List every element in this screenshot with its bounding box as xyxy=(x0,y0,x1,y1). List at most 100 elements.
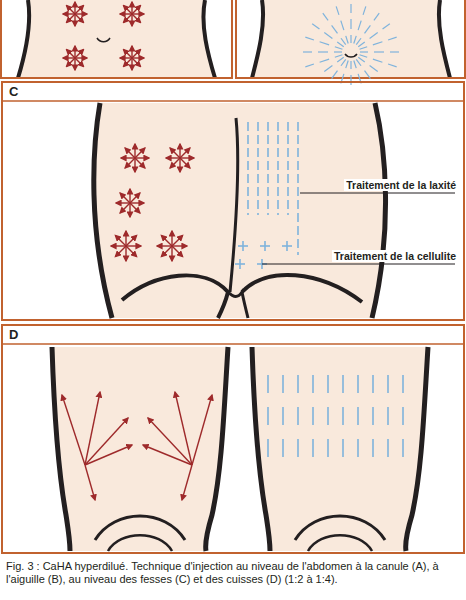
cannula-arrow xyxy=(74,58,75,70)
cannula-arrow xyxy=(67,14,75,22)
needle-mark xyxy=(358,21,361,31)
needle-mark xyxy=(287,148,289,157)
cannula-arrow xyxy=(143,445,192,465)
cannula-arrow xyxy=(74,46,75,58)
needle-mark xyxy=(350,75,351,85)
cannula-arrow xyxy=(135,158,145,168)
cannula-arrow xyxy=(125,246,126,261)
needle-mark xyxy=(277,187,279,196)
needle-mark xyxy=(297,239,299,248)
needle-mark xyxy=(341,38,346,44)
needle-mark xyxy=(341,59,346,65)
needle-mark xyxy=(297,213,299,222)
cannula-arrow xyxy=(125,231,126,246)
needle-mark xyxy=(267,407,269,425)
needle-mark xyxy=(277,122,279,131)
cannula-arrow xyxy=(135,148,145,158)
cannula-arrow xyxy=(85,465,95,500)
needle-mark xyxy=(336,6,339,15)
cannula-arrow xyxy=(129,189,130,203)
needle-mark xyxy=(365,71,371,79)
needle-mark xyxy=(332,71,338,79)
cannula-arrow xyxy=(75,50,83,58)
cannula-arrow xyxy=(116,202,130,203)
cannula-arrow xyxy=(170,158,180,168)
needle-mark xyxy=(357,375,359,393)
needle-mark xyxy=(286,241,288,251)
needle-mark xyxy=(267,375,269,393)
cannula-arrow xyxy=(134,158,135,172)
cannula-arrow xyxy=(75,57,87,58)
cannula-arrow xyxy=(166,157,180,158)
panel-frame xyxy=(2,325,464,553)
needle-mark xyxy=(297,148,299,157)
needle-mark xyxy=(242,241,244,251)
needle-mark xyxy=(303,51,312,52)
injection-marks xyxy=(63,2,399,85)
cannula-arrow xyxy=(131,46,132,58)
needle-mark xyxy=(327,375,329,393)
needle-mark xyxy=(312,375,314,393)
needle-mark xyxy=(350,19,351,29)
needle-mark xyxy=(267,122,269,131)
panel-letter: C xyxy=(9,84,18,99)
needle-mark xyxy=(267,213,269,215)
panel-letter: D xyxy=(9,327,18,342)
cannula-arrow xyxy=(132,58,140,66)
cannula-arrow xyxy=(192,395,212,465)
needle-mark xyxy=(312,439,314,457)
needle-mark xyxy=(342,407,344,425)
cannula-arrow xyxy=(131,2,132,14)
cannula-arrow xyxy=(132,50,140,58)
cannula-arrow xyxy=(157,245,172,246)
needle-mark xyxy=(257,148,259,157)
cannula-arrow xyxy=(182,465,192,500)
cannula-arrow xyxy=(85,392,100,465)
cannula-arrow xyxy=(75,14,83,22)
needle-mark xyxy=(372,439,374,457)
needle-mark xyxy=(282,407,284,425)
injection-marks xyxy=(111,122,298,269)
needle-mark xyxy=(239,259,241,269)
needle-mark xyxy=(360,51,368,52)
needle-mark xyxy=(323,13,328,20)
needle-mark xyxy=(337,42,343,47)
figure-caption: Fig. 3 : CaHA hyperdilué. Technique d'in… xyxy=(6,560,458,586)
needle-mark xyxy=(277,213,279,215)
cannula-arrow xyxy=(75,13,87,14)
needle-mark xyxy=(356,38,361,44)
cannula-arrow xyxy=(172,246,183,257)
cannula-arrow xyxy=(124,14,132,22)
cannula-arrow xyxy=(126,246,137,257)
needle-mark xyxy=(297,407,299,425)
cannula-arrow xyxy=(130,193,140,203)
leader-line xyxy=(300,193,455,194)
cannula-arrow xyxy=(179,144,180,158)
needle-mark xyxy=(297,375,299,393)
needle-mark xyxy=(390,51,399,52)
needle-mark xyxy=(297,200,299,209)
needle-mark xyxy=(267,161,269,170)
needle-mark xyxy=(287,187,289,196)
needle-mark xyxy=(388,64,397,67)
needle-mark xyxy=(247,161,249,170)
cannula-arrow xyxy=(172,235,183,246)
needle-mark xyxy=(360,55,368,57)
cannula-arrow xyxy=(132,14,140,22)
needle-mark xyxy=(383,24,390,29)
cannula-arrow xyxy=(134,144,135,158)
cannula-arrow xyxy=(120,193,130,203)
needle-mark xyxy=(267,200,269,209)
cannula-arrow xyxy=(121,157,135,158)
cannula-arrow xyxy=(124,50,132,58)
cannula-arrow xyxy=(172,245,187,246)
cannula-arrow xyxy=(115,235,126,246)
cannula-arrow xyxy=(171,231,172,246)
cannula-arrow xyxy=(170,148,180,158)
cannula-arrow xyxy=(180,148,190,158)
needle-mark xyxy=(332,25,338,33)
needle-mark xyxy=(402,375,404,393)
panel-frame xyxy=(2,82,464,320)
needle-mark xyxy=(282,375,284,393)
